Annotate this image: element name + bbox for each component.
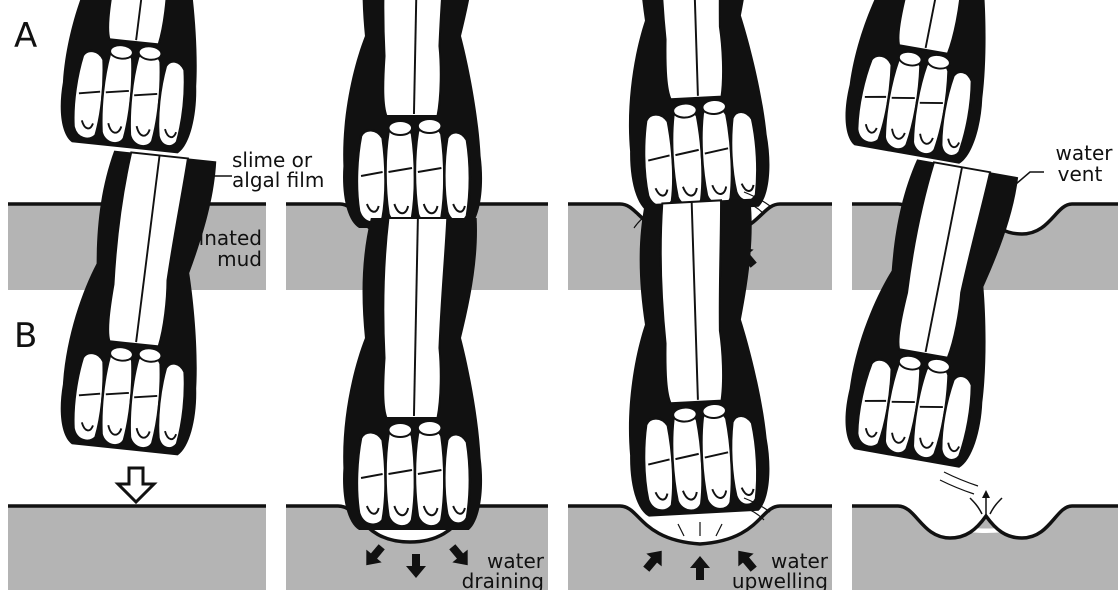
label-mud-2: mud bbox=[217, 247, 262, 271]
label-film-2: algal film bbox=[232, 168, 324, 192]
label-upwell-2: upwelling bbox=[732, 569, 828, 590]
label-vent-2: vent bbox=[1058, 162, 1103, 186]
row-label-a: A bbox=[14, 16, 37, 56]
label-drain-2: draining bbox=[462, 569, 544, 590]
row-label-b: B bbox=[14, 316, 37, 356]
